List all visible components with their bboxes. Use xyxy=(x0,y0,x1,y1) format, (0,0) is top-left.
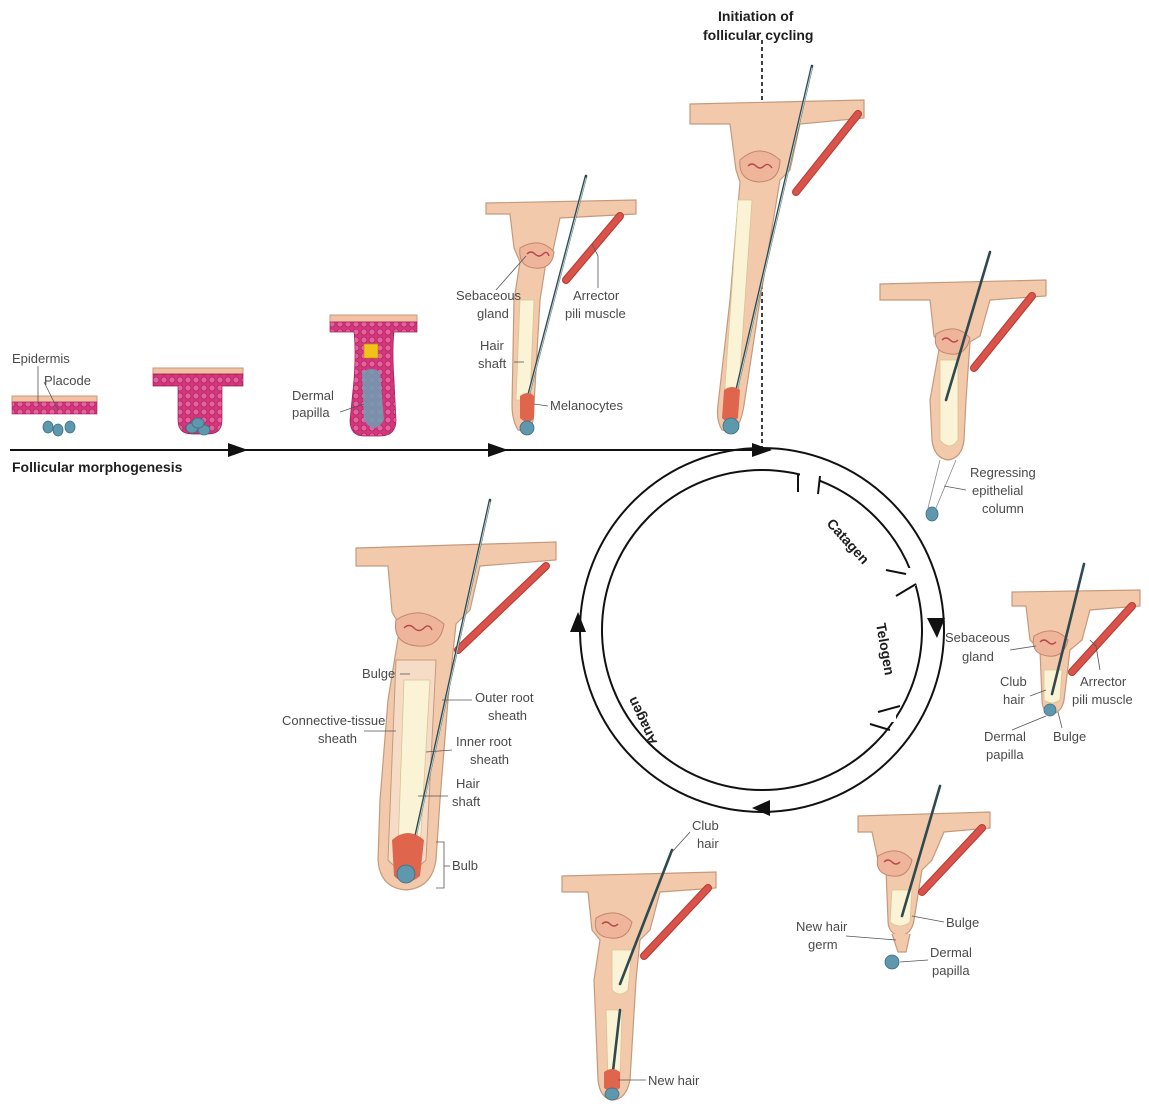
label-placode: Placode xyxy=(44,373,91,388)
label-arrector-1: Arrector xyxy=(573,288,620,303)
label-g-dermal-1: Dermal xyxy=(930,945,972,960)
dermal-papilla xyxy=(926,507,938,521)
label-arrector-2: pili muscle xyxy=(565,306,626,321)
label-hair-1: Hair xyxy=(480,338,505,353)
regressing-column xyxy=(928,460,956,508)
stage-full-anagen-follicle: Bulge Outer root sheath Connective-tissu… xyxy=(282,500,556,890)
label-e-club-2: hair xyxy=(697,836,719,851)
label-dermal-papilla-2: papilla xyxy=(292,405,330,420)
label-t-arrector-2: pili muscle xyxy=(1072,692,1133,707)
stage-early-anagen-follicle: Club hair New hair xyxy=(562,818,719,1100)
germ-papilla-cell xyxy=(192,418,204,428)
morphogenesis-label: Follicular morphogenesis xyxy=(12,459,183,475)
label-regressing-2: epithelial xyxy=(972,483,1023,498)
label-hair-2: shaft xyxy=(478,356,507,371)
label-regressing-3: column xyxy=(982,501,1024,516)
label-a-outer-2: sheath xyxy=(488,708,527,723)
label-a-bulge: Bulge xyxy=(362,666,395,681)
leader-t-sebaceous xyxy=(1010,646,1036,650)
arrector-pili-muscle xyxy=(796,114,858,192)
epidermis-surface xyxy=(330,315,417,322)
timeline-arrow-1 xyxy=(228,443,248,457)
dermal-papilla xyxy=(1044,704,1056,716)
placode-cell xyxy=(65,421,75,433)
stage-hair-peg: Dermal papilla xyxy=(292,315,417,436)
label-g-bulge: Bulge xyxy=(946,915,979,930)
leader-melanocytes xyxy=(534,404,548,406)
label-a-connective-1: Connective-tissue xyxy=(282,713,385,728)
cycle-gap xyxy=(800,470,820,494)
label-g-dermal-2: papilla xyxy=(932,963,970,978)
label-a-connective-2: sheath xyxy=(318,731,357,746)
label-melanocytes: Melanocytes xyxy=(550,398,623,413)
epidermis-surface xyxy=(12,396,97,402)
leader-g-bulge xyxy=(912,916,944,922)
dermal-papilla xyxy=(723,418,739,434)
leader-t-dermal xyxy=(1012,716,1046,730)
stage-hair-germ xyxy=(153,368,243,435)
new-hair-germ xyxy=(892,934,910,952)
label-t-bulge: Bulge xyxy=(1053,729,1086,744)
phase-telogen: Telogen xyxy=(873,622,898,677)
initiation-title-line2: follicular cycling xyxy=(703,27,813,43)
follicle-body xyxy=(690,100,864,432)
dermal-papilla xyxy=(885,955,899,969)
cycle-arrow-anagen xyxy=(752,800,770,816)
label-t-arrector-1: Arrector xyxy=(1080,674,1127,689)
label-e-club-1: Club xyxy=(692,818,719,833)
timeline-arrow-2 xyxy=(488,443,508,457)
morphogenesis-timeline: Follicular morphogenesis xyxy=(10,443,772,475)
leader-g-dermal xyxy=(900,960,928,962)
placode-cell xyxy=(53,424,63,436)
cycle-arrow-return xyxy=(570,612,586,632)
dermal-papilla xyxy=(520,421,534,435)
label-e-new-hair: New hair xyxy=(648,1073,700,1088)
label-t-dermal-2: papilla xyxy=(986,747,1024,762)
stage-catagen-follicle: Regressing epithelial column xyxy=(880,252,1046,521)
cycle-arrow-telogen xyxy=(927,618,945,638)
label-epidermis: Epidermis xyxy=(12,351,70,366)
leader-g-new-germ xyxy=(846,936,896,940)
stage-mature-follicle: Sebaceous gland Arrector pili muscle Hai… xyxy=(456,176,636,435)
label-a-bulb: Bulb xyxy=(452,858,478,873)
label-t-sebaceous-1: Sebaceous xyxy=(945,630,1011,645)
cycle-gap xyxy=(870,704,896,722)
stage-initiation-follicle xyxy=(690,66,864,434)
label-a-inner-1: Inner root xyxy=(456,734,512,749)
placode-cell xyxy=(43,421,53,433)
dermal-papilla xyxy=(397,865,415,883)
stage-placode: Epidermis Placode xyxy=(12,351,97,436)
label-dermal-papilla-1: Dermal xyxy=(292,388,334,403)
label-sebaceous-2: gland xyxy=(477,306,509,321)
label-a-inner-2: sheath xyxy=(470,752,509,767)
label-t-dermal-1: Dermal xyxy=(984,729,1026,744)
label-a-outer-1: Outer root xyxy=(475,690,534,705)
sebaceous-precursor xyxy=(364,344,378,358)
leader-e-club xyxy=(672,832,690,852)
label-t-sebaceous-2: gland xyxy=(962,649,994,664)
initiation-title-line1: Initiation of xyxy=(718,8,794,24)
label-a-hair-2: shaft xyxy=(452,794,481,809)
leader-regressing xyxy=(944,486,966,490)
epidermis-surface xyxy=(153,368,243,374)
label-regressing-1: Regressing xyxy=(970,465,1036,480)
melanocyte-zone xyxy=(520,393,534,422)
hair-cycle: Catagen Telogen Anagen xyxy=(570,448,945,816)
stage-new-germ-follicle: New hair germ Bulge Dermal papilla xyxy=(796,786,990,978)
label-sebaceous-1: Sebaceous xyxy=(456,288,522,303)
sebaceous-gland xyxy=(740,151,780,182)
label-t-club-1: Club xyxy=(1000,674,1027,689)
dermal-papilla xyxy=(605,1088,619,1100)
phase-catagen: Catagen xyxy=(824,515,873,567)
leader-t-bulge xyxy=(1058,712,1062,728)
melanocyte-zone xyxy=(722,387,740,422)
label-g-new-germ-1: New hair xyxy=(796,919,848,934)
label-a-hair-1: Hair xyxy=(456,776,481,791)
label-t-club-2: hair xyxy=(1003,692,1025,707)
stage-telogen-follicle: Sebaceous gland Club hair Arrector pili … xyxy=(945,564,1140,762)
label-g-new-germ-2: germ xyxy=(808,937,838,952)
